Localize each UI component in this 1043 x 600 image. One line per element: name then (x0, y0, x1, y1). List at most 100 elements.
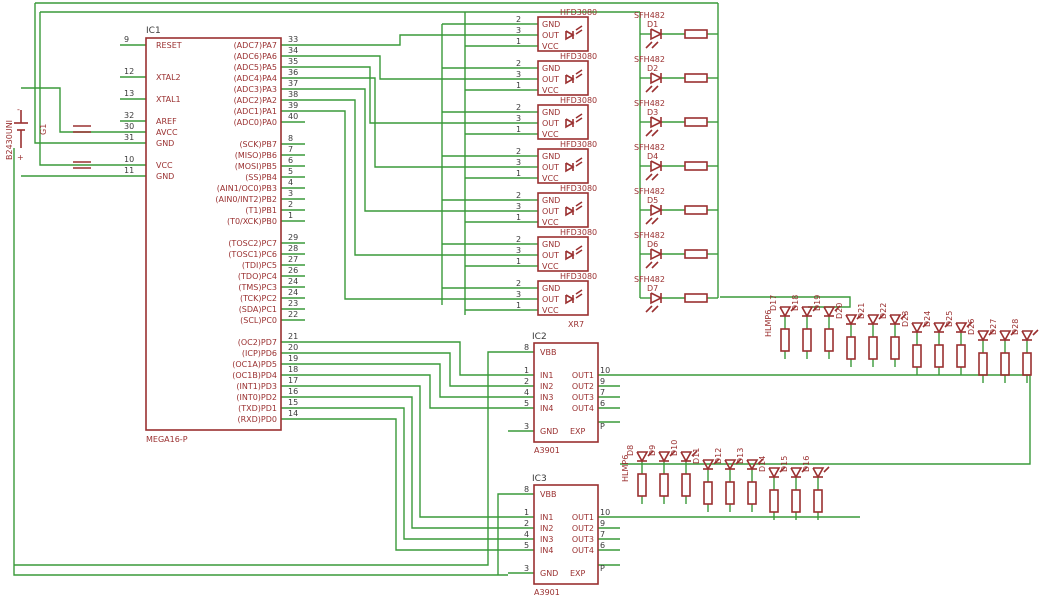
ic1-left-pin-number: 11 (124, 166, 134, 175)
driver-name: IC2 (532, 332, 547, 342)
led-diode-icon (911, 322, 924, 334)
sensor-diode-icon (565, 162, 575, 173)
sensor-ray (575, 249, 583, 255)
driver-output-label: OUT1 (572, 371, 594, 380)
led-name: D21 (857, 303, 866, 319)
driver-input-wire (305, 363, 508, 398)
emitter-resistor (684, 249, 708, 259)
led-diode-icon (702, 459, 715, 471)
ic1-right-pin-number: 17 (288, 376, 298, 385)
driver-vbb-label: VBB (540, 490, 556, 499)
ic1-right-pin-number: 22 (288, 310, 298, 319)
driver-output-label: OUT4 (572, 404, 594, 413)
sensor-pin-label: VCC (542, 174, 559, 183)
led-resistor (769, 489, 779, 513)
led-name: D19 (813, 295, 822, 311)
led-ray (790, 305, 797, 312)
emitter-diode-icon (650, 72, 663, 85)
sensor-pin-number: 3 (516, 70, 521, 79)
ic1-left-pin-label: XTAL1 (156, 95, 181, 104)
sensor-ray (575, 69, 583, 75)
emitter-resistor (684, 205, 708, 215)
sensor-pin-number: 1 (516, 37, 521, 46)
driver-input-number: 4 (524, 530, 529, 539)
led-resistor (890, 336, 900, 360)
ic1-right-pin-number: 21 (288, 332, 298, 341)
led-drive-wire (620, 375, 1031, 465)
sensor-diode-icon (565, 294, 575, 305)
driver-input-wire (305, 407, 508, 540)
led-name: D11 (692, 448, 701, 464)
sensor-ray (575, 201, 583, 207)
emitter-value: SFH482 (634, 99, 665, 108)
led-bank-value: HLMP6 (764, 310, 773, 337)
sensor-ray (575, 161, 583, 167)
led-resistor (703, 481, 713, 505)
emitter-ray (645, 261, 653, 269)
led-name: D24 (923, 311, 932, 327)
emitter-name: D4 (647, 152, 658, 161)
ic1-right-pin-label: (ADC3)PA3 (234, 85, 277, 94)
ic1-right-pin-label: (TXD)PD1 (238, 404, 277, 413)
led-ray (779, 466, 786, 473)
battery-value: B2430UNI (5, 120, 14, 160)
led-diode-icon (779, 306, 792, 318)
ic1-right-pin-number: 40 (288, 112, 298, 121)
led-ray (823, 466, 830, 473)
driver-input-number: 4 (524, 388, 529, 397)
vbb-wire (14, 351, 508, 566)
sensor-pin-label: VCC (542, 86, 559, 95)
sensor-pin-label: OUT (542, 295, 559, 304)
ic1-right-pin-label: (ADC0)PA0 (234, 118, 277, 127)
ic1-right-pin-number: 6 (288, 156, 293, 165)
driver-input-label: IN4 (540, 546, 553, 555)
sensor-signal-wire (305, 66, 530, 124)
ic1-left-pin-number: 12 (124, 67, 134, 76)
led-diode-icon (636, 451, 649, 463)
sensor-pin-number: 2 (516, 59, 521, 68)
emitter-value: SFH482 (634, 231, 665, 240)
ic1-left-pin-label: XTAL2 (156, 73, 181, 82)
emitter-name: D6 (647, 240, 658, 249)
ic1-left-pin-label: GND (156, 139, 174, 148)
driver-vbb-number: 8 (524, 343, 529, 352)
led-resistor (813, 489, 823, 513)
ic1-right-pin-number: 8 (288, 134, 293, 143)
ic1-right-pin-number: 26 (288, 266, 298, 275)
led-resistor (791, 489, 801, 513)
driver-vbb-label: VBB (540, 348, 556, 357)
ic1-right-pin-number: 19 (288, 354, 298, 363)
sensor-pin-number: 1 (516, 125, 521, 134)
led-ray (878, 313, 885, 320)
sensor-value: HFD3080 (560, 96, 597, 105)
led-ray (1010, 329, 1017, 336)
ic1-right-pin-label: (INT1)PD3 (236, 382, 277, 391)
sensor-ray (575, 205, 583, 211)
led-ray (944, 321, 951, 328)
led-name: D15 (780, 456, 789, 472)
battery-name: G1 (39, 124, 48, 135)
gnd-wire (34, 3, 120, 144)
led-ray (647, 450, 654, 457)
vbb-wire (497, 493, 508, 575)
emitter-ray (645, 129, 653, 137)
emitter-resistor (684, 29, 708, 39)
sensor-body (537, 60, 589, 96)
emitter-diode-icon (650, 28, 663, 41)
sensor-ray (575, 29, 583, 35)
led-resistor (747, 481, 757, 505)
emitter-ray (651, 173, 659, 181)
led-ray (856, 313, 863, 320)
ic1-left-pin-label: AVCC (156, 128, 178, 137)
led-name: D25 (945, 311, 954, 327)
sensor-pin-label: OUT (542, 251, 559, 260)
led-name: D14 (758, 456, 767, 472)
ic1-left-pin-number: 9 (124, 35, 129, 44)
ic1-right-pin-label: (ADC6)PA6 (234, 52, 277, 61)
ic1-right-pin-label: (SS)PB4 (245, 173, 277, 182)
led-diode-icon (658, 451, 671, 463)
ic1-left-pin-number: 31 (124, 133, 134, 142)
sensor-body (537, 236, 589, 272)
